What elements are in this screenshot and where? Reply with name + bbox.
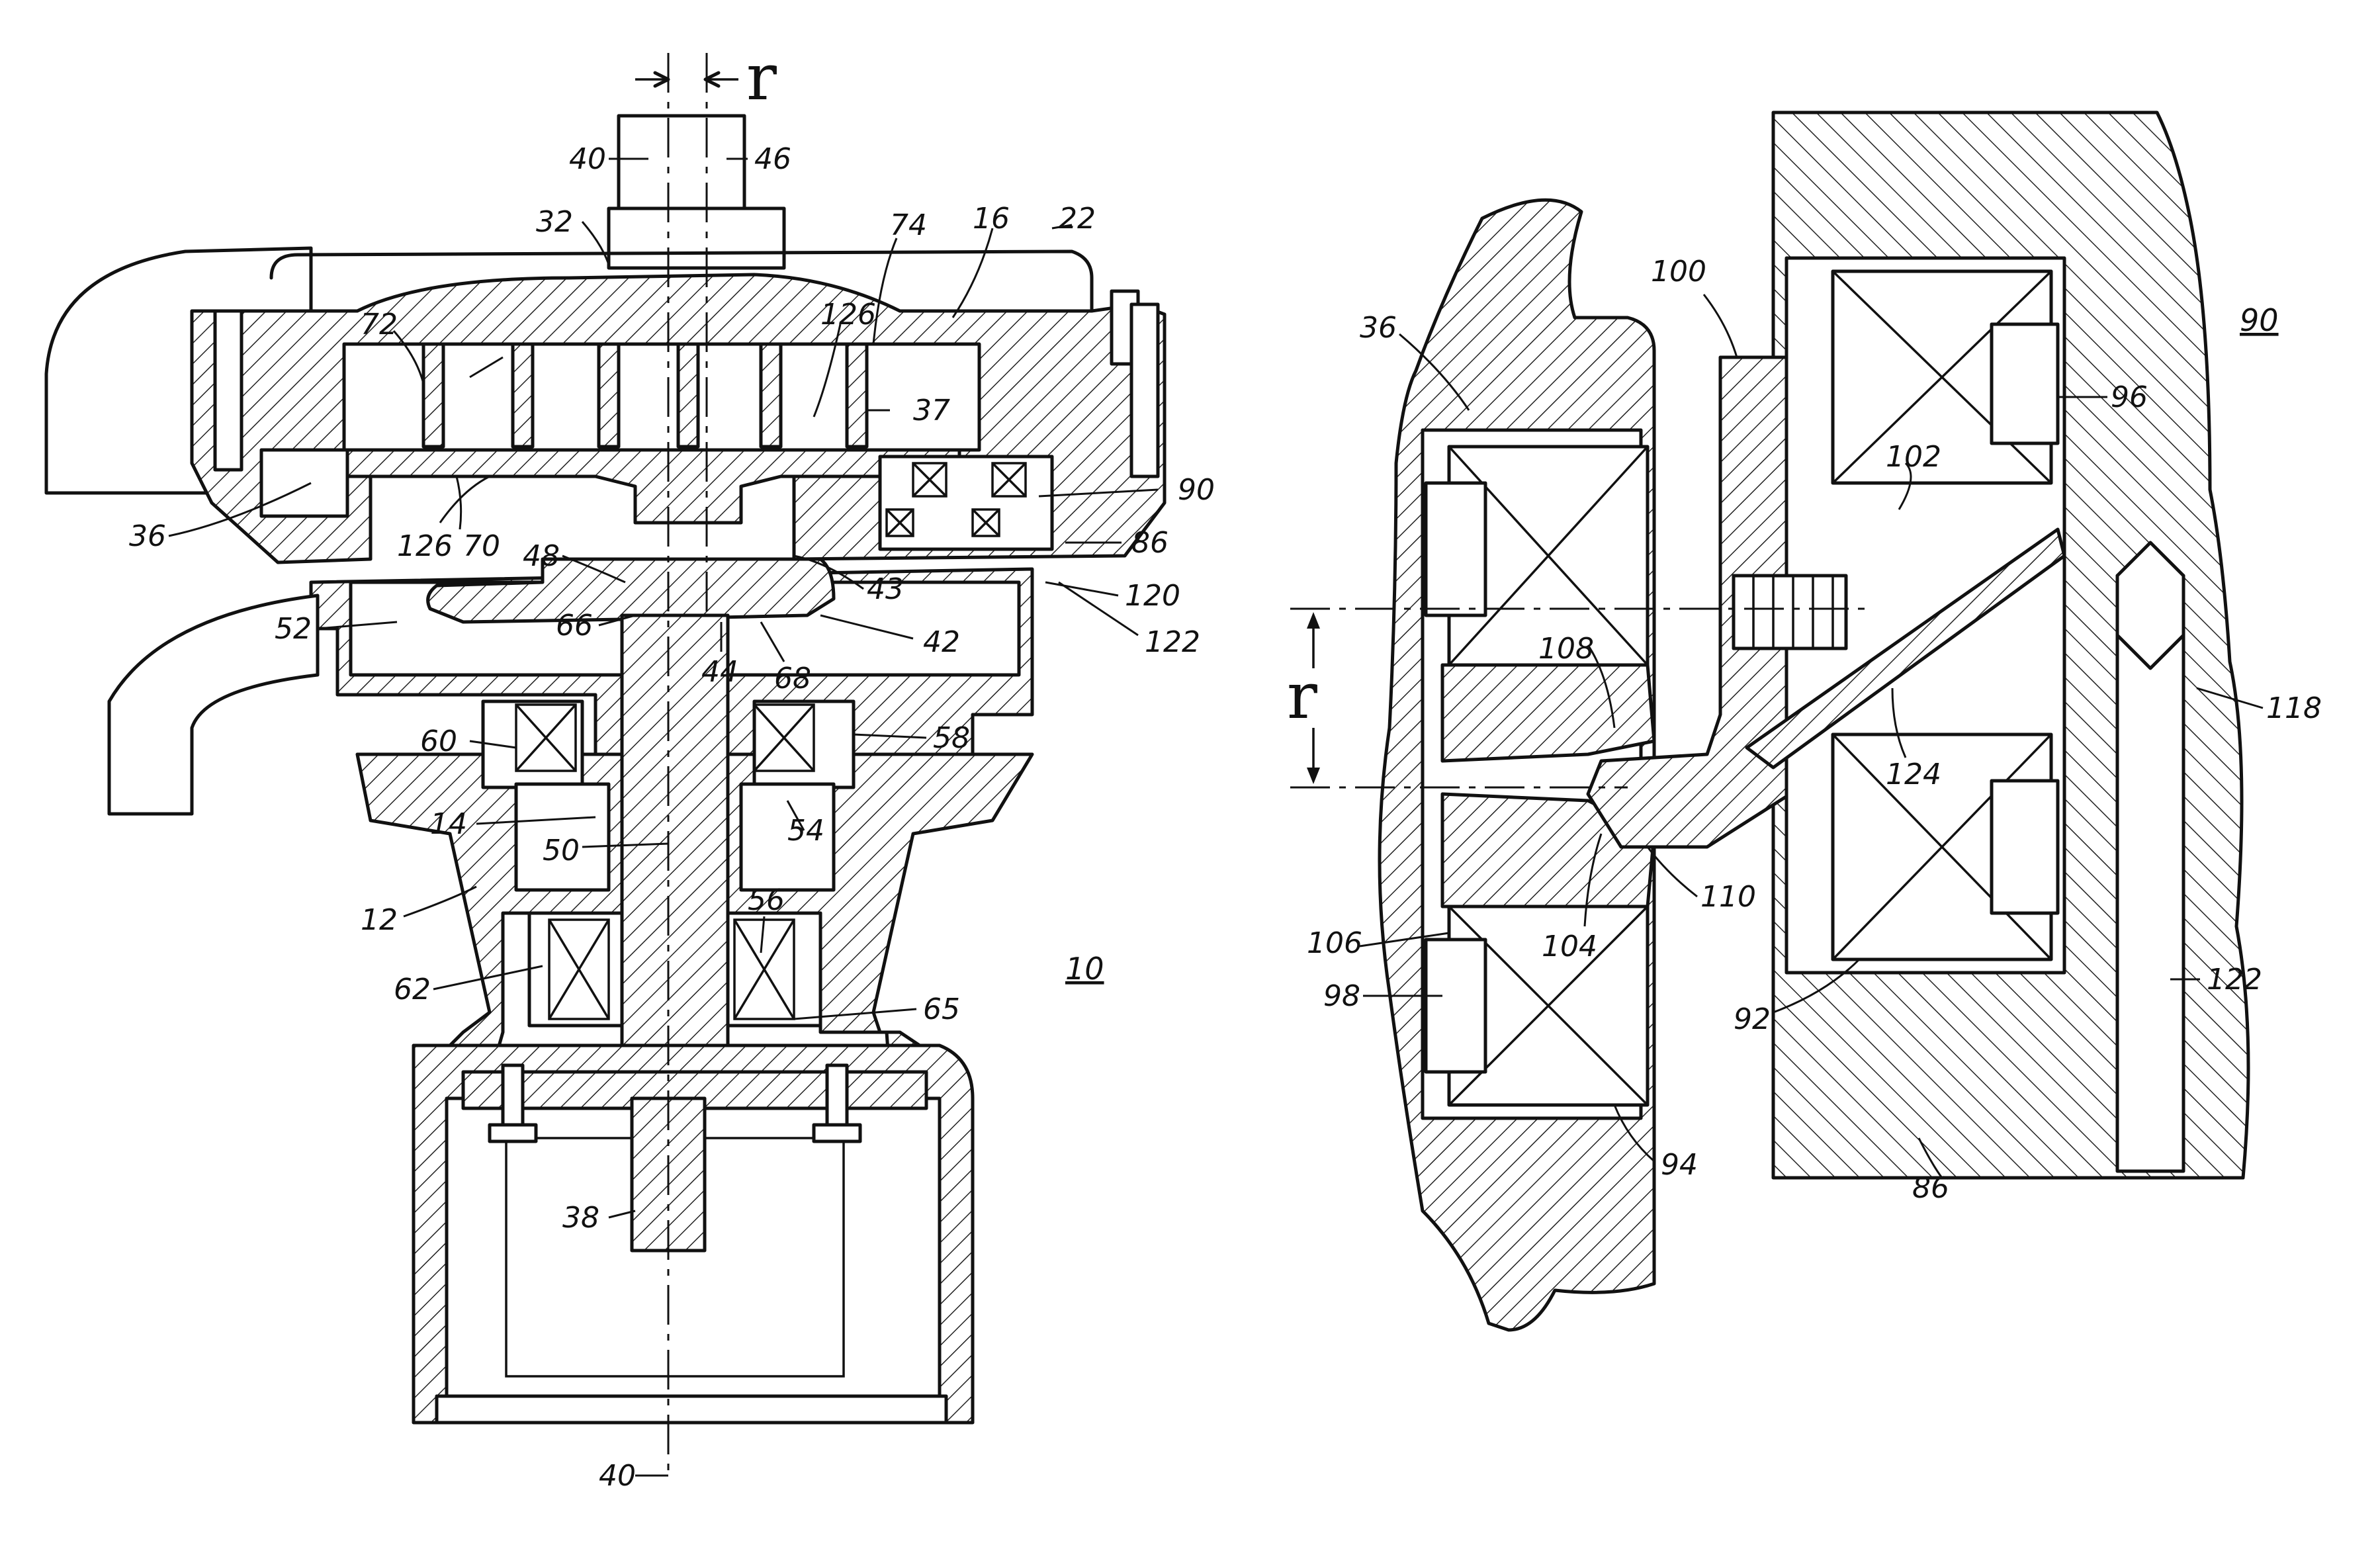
- label-40-top: 40: [569, 142, 606, 176]
- label-86: 86: [1131, 526, 1168, 560]
- label-120: 120: [1125, 579, 1180, 613]
- label-126-top: 126: [820, 298, 876, 332]
- label-16: 16: [973, 202, 1010, 236]
- label-22: 22: [1059, 202, 1096, 236]
- figure-90: r 100 36 90 96 102 108: [1287, 112, 2322, 1330]
- label-96: 96: [2111, 380, 2148, 414]
- label-60: 60: [420, 725, 457, 758]
- top-cap: [609, 208, 784, 268]
- label-124: 124: [1886, 758, 1941, 791]
- figure-10: r: [46, 40, 1215, 1493]
- label-102: 102: [1886, 440, 1941, 474]
- label-43: 43: [867, 572, 904, 606]
- label-46: 46: [754, 142, 791, 176]
- bearing-upper-right: [1833, 271, 2058, 483]
- label-98: 98: [1323, 979, 1360, 1013]
- label-108: 108: [1538, 632, 1594, 666]
- label-65: 65: [923, 993, 960, 1026]
- label-90: 90: [1178, 473, 1215, 507]
- label-14: 14: [430, 807, 467, 841]
- coupling-teeth: [1734, 576, 1846, 648]
- label-104: 104: [1542, 930, 1597, 963]
- label-36-right: 36: [1360, 311, 1397, 345]
- label-106: 106: [1307, 926, 1362, 960]
- label-12: 12: [361, 903, 398, 937]
- label-126-left: 126: [397, 529, 453, 563]
- label-50: 50: [543, 834, 580, 867]
- label-66: 66: [556, 609, 593, 642]
- annular-passage: [261, 450, 347, 516]
- label-56: 56: [748, 883, 785, 917]
- label-118: 118: [2266, 691, 2322, 725]
- offset-marker-side-label: r: [1287, 659, 1317, 733]
- shaft-top-stub: [619, 116, 744, 208]
- label-48: 48: [523, 539, 560, 573]
- label-110: 110: [1700, 880, 1756, 914]
- label-94: 94: [1661, 1148, 1698, 1182]
- label-70: 70: [463, 529, 500, 563]
- label-122: 122: [1145, 625, 1200, 659]
- label-100: 100: [1651, 255, 1706, 288]
- label-54: 54: [787, 814, 824, 848]
- bearing-block: [880, 457, 1052, 549]
- label-72: 72: [361, 308, 398, 341]
- rotor-block-upper: [1442, 665, 1654, 761]
- label-52: 52: [275, 612, 312, 646]
- bearing-upper-left: [1426, 447, 1648, 665]
- label-86-right: 86: [1912, 1171, 1949, 1205]
- label-38: 38: [562, 1201, 599, 1235]
- label-32: 32: [536, 205, 573, 239]
- label-36: 36: [129, 519, 166, 553]
- offset-marker-label: r: [746, 40, 777, 114]
- bearing-lower-right: [1833, 734, 2058, 959]
- label-40-bottom: 40: [599, 1459, 636, 1493]
- label-58: 58: [933, 721, 970, 755]
- base-plate: [437, 1396, 946, 1423]
- label-62: 62: [394, 973, 431, 1006]
- label-44: 44: [701, 655, 738, 689]
- label-37: 37: [913, 394, 950, 427]
- figure-number-10: 10: [1065, 951, 1104, 987]
- label-42: 42: [923, 625, 960, 659]
- label-92: 92: [1734, 1002, 1771, 1036]
- bearing-lower-left: [1426, 906, 1648, 1105]
- label-122-right: 122: [2207, 963, 2262, 996]
- figure-number-90: 90: [2240, 302, 2279, 338]
- label-68: 68: [774, 662, 811, 695]
- rotor-hub: [428, 559, 834, 622]
- label-74: 74: [890, 208, 927, 242]
